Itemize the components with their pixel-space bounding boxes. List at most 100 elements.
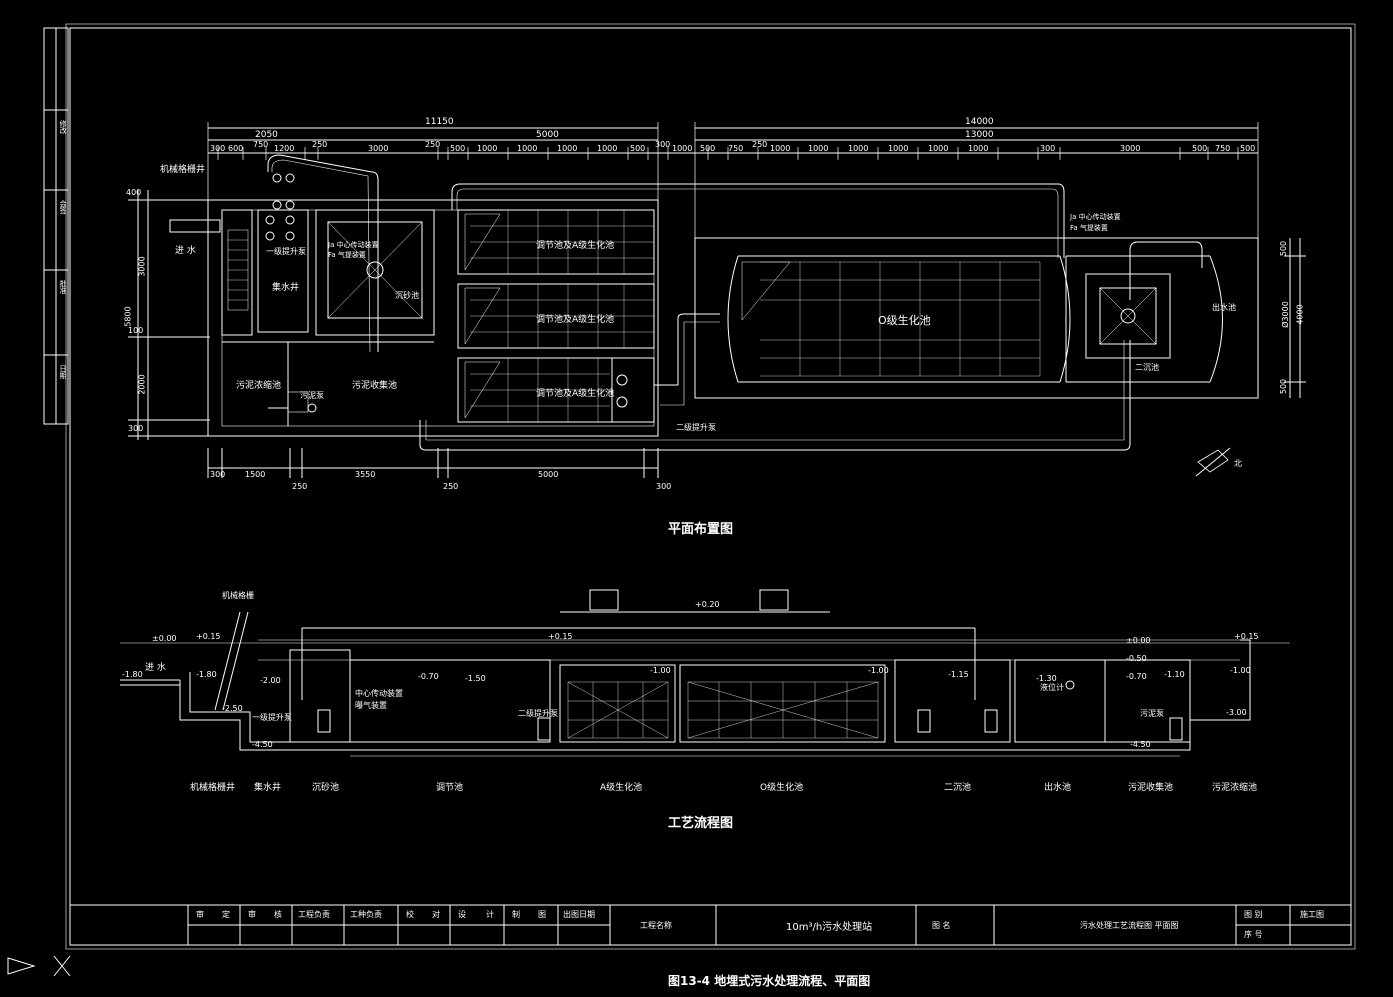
north-arrow-icon [1197, 449, 1229, 473]
station: 集水井 [254, 783, 282, 793]
dim: 1000 [597, 144, 618, 153]
figure-caption: 图13-4 地埋式污水处理流程、平面图 [668, 974, 871, 988]
elev: -1.00 [1230, 666, 1251, 675]
label-inlet: 进 水 [175, 246, 196, 256]
dim: 300 [210, 144, 226, 153]
dim: 1200 [274, 144, 295, 153]
station: 污泥浓缩池 [1212, 783, 1258, 793]
dim: 1000 [770, 144, 791, 153]
dim: 3000 [137, 256, 147, 277]
label-sludge-collect: 污泥收集池 [352, 381, 398, 391]
elev: -1.00 [650, 666, 671, 675]
label-mech-b: Fa 气提装置 [328, 251, 366, 259]
dim: 750 [1215, 144, 1231, 153]
station: O级生化池 [760, 783, 804, 793]
elev: -1.30 [1036, 674, 1057, 683]
dim-11150: 11150 [425, 117, 454, 127]
label-collect: 集水井 [272, 283, 300, 293]
north-label: 北 [1234, 459, 1242, 468]
label-mech-a-2: Ja 中心传动装置 [1070, 213, 1121, 221]
station: 出水池 [1044, 783, 1072, 793]
dim: 250 [752, 140, 768, 149]
dim: 1000 [557, 144, 578, 153]
label-mech-b-2: Fa 气提装置 [1070, 224, 1108, 232]
elev: -1.00 [868, 666, 889, 675]
elev: -0.70 [1126, 672, 1147, 681]
proc-label-decant: 中心传动装置 [355, 689, 403, 698]
station: 沉砂池 [312, 783, 340, 793]
proc-label-pump2: 二级提升泵 [518, 709, 558, 718]
elev: +0.20 [695, 600, 720, 609]
tb-role: 核 [274, 910, 282, 919]
tb-sheet-label-2: 序 号 [1244, 930, 1263, 939]
dim: 1000 [477, 144, 498, 153]
label-outlet: 出水池 [1212, 303, 1236, 312]
title-block [69, 904, 1352, 946]
tb-project-label: 工程名称 [640, 921, 672, 930]
elev: -1.50 [465, 674, 486, 683]
elev: -1.80 [196, 670, 217, 679]
proc-label-inlet: 进 水 [145, 663, 166, 673]
proc-label-pump1: 一级提升泵 [252, 713, 292, 722]
dim: 250 [292, 482, 308, 491]
elev: +0.15 [1234, 632, 1259, 641]
label-regulate-a: 调节池及A级生化池 [536, 241, 615, 251]
dim: 5800 [123, 306, 133, 327]
elev: ±0.00 [152, 634, 177, 643]
dim: 3000 [368, 144, 389, 153]
dim-13000: 13000 [965, 130, 994, 140]
dim: 3550 [355, 470, 376, 479]
side-strip-text: 会签 [59, 200, 67, 214]
label-regulate-b: 调节池及A级生化池 [536, 315, 615, 325]
dim: 1000 [808, 144, 829, 153]
dim: 1000 [517, 144, 538, 153]
dim: 500 [1192, 144, 1208, 153]
drawing-border [69, 27, 1352, 946]
dim-5000: 5000 [536, 130, 559, 140]
label-mech-a: Ja 中心传动装置 [328, 241, 379, 249]
elev: -4.50 [252, 740, 273, 749]
tb-role: 定 [222, 910, 230, 919]
elev: -2.50 [222, 704, 243, 713]
dim: Ø3000 [1280, 301, 1290, 328]
dim: 1000 [888, 144, 909, 153]
tb-role: 审 [248, 910, 256, 919]
proc-label-aerator: 曝气装置 [355, 701, 387, 710]
dim: 500 [700, 144, 716, 153]
label-o-tank: O级生化池 [878, 314, 931, 327]
dim: 250 [425, 140, 441, 149]
station: A级生化池 [600, 783, 643, 793]
tb-role: 对 [432, 910, 440, 919]
label-screen: 机械格栅井 [160, 165, 206, 175]
label-regulate-c: 调节池及A级生化池 [536, 389, 615, 399]
tb-role: 工种负责 [350, 910, 382, 919]
plan-title: 平面布置图 [668, 522, 734, 537]
dim-2050: 2050 [255, 130, 278, 140]
tb-role: 制 [512, 910, 520, 919]
elev: ±0.00 [1126, 636, 1151, 645]
dim-14000: 14000 [965, 117, 994, 127]
station: 污泥收集池 [1128, 783, 1174, 793]
dim: 100 [128, 326, 144, 335]
elev: -0.50 [1126, 654, 1147, 663]
elev: +0.15 [548, 632, 573, 641]
dim: 300 [128, 424, 144, 433]
label-sludge-pump: 污泥泵 [300, 391, 324, 400]
dim: 300 [210, 470, 226, 479]
dim: 1000 [968, 144, 989, 153]
proc-label-float: 液位计 [1040, 683, 1064, 692]
dim: 300 [656, 482, 672, 491]
elev: -4.50 [1130, 740, 1151, 749]
dim: 500 [630, 144, 646, 153]
dim: 300 [655, 140, 671, 149]
dim: 500 [1240, 144, 1256, 153]
tb-drawing-label: 图 名 [932, 921, 951, 930]
dim: 2000 [137, 374, 147, 395]
tb-sheet-label-1: 图 别 [1244, 910, 1263, 919]
dim: 1500 [245, 470, 266, 479]
tb-project-value: 10m³/h污水处理站 [786, 922, 873, 933]
dim: 1000 [848, 144, 869, 153]
side-strip-text: 日期 [59, 365, 67, 379]
dim: 4000 [1295, 304, 1305, 325]
